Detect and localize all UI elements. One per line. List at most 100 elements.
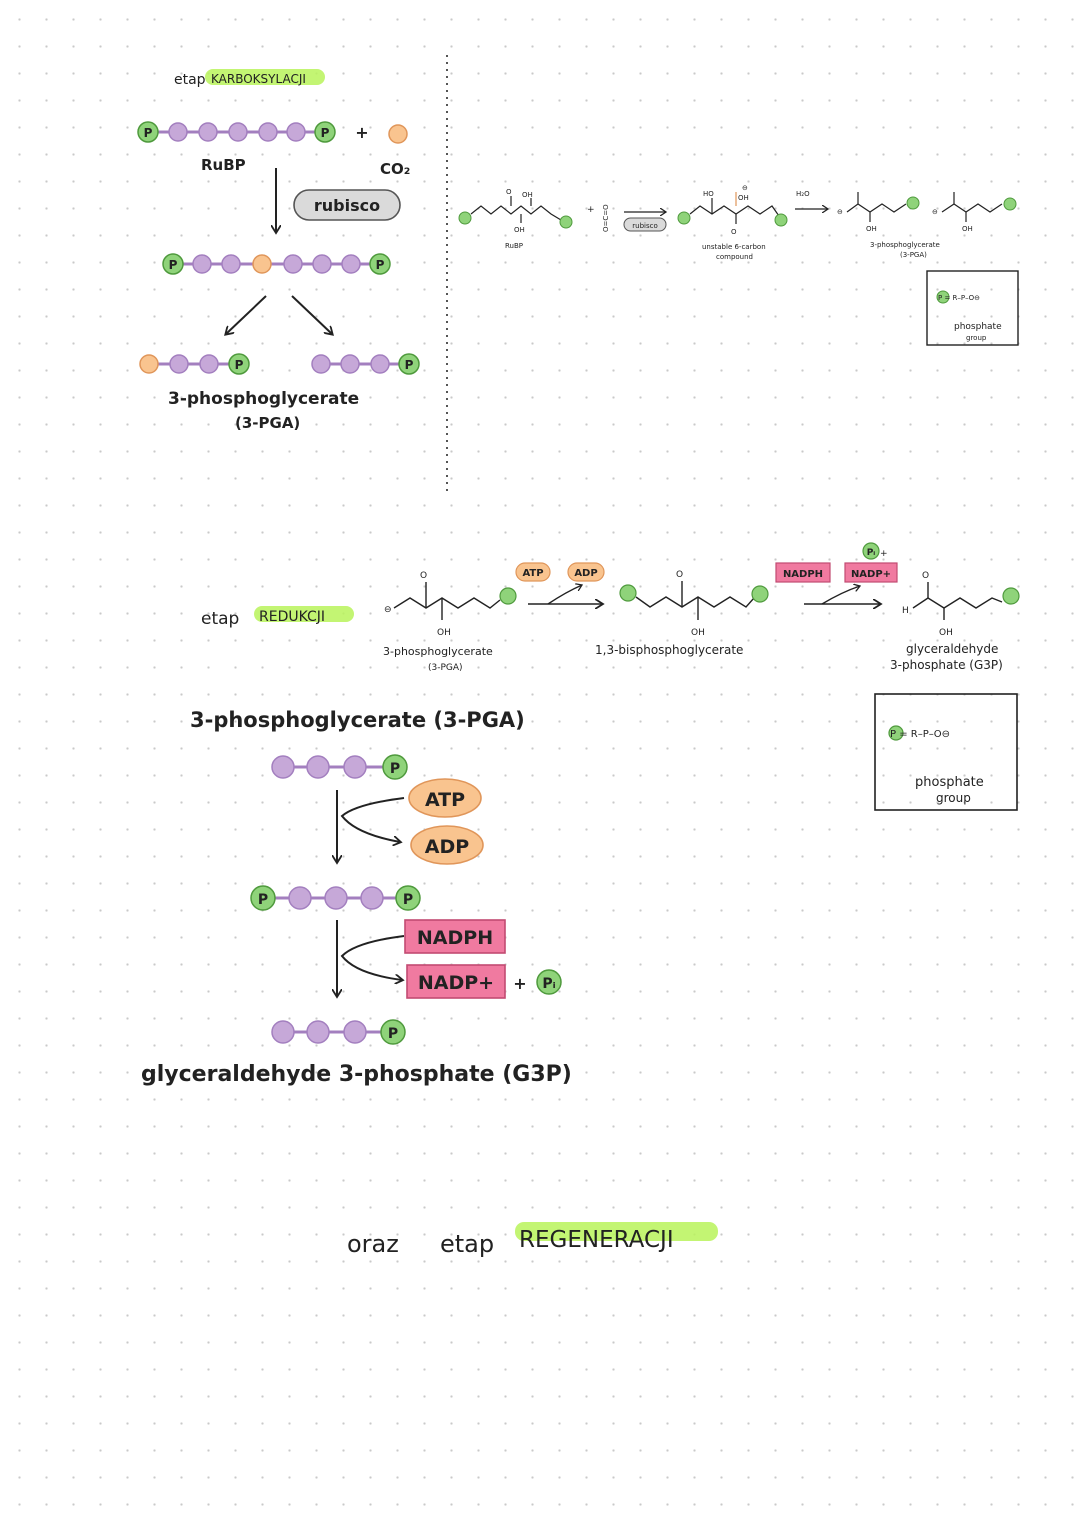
- carbon-circle: [370, 354, 390, 374]
- carbon-circle: [169, 354, 189, 374]
- rubp-molecule: P P: [137, 121, 336, 143]
- rubp-label-small: RuBP: [505, 242, 523, 250]
- phosphate-circle: [382, 754, 408, 780]
- phosphate-circle-small: [906, 196, 920, 210]
- carbon-circle: [341, 254, 361, 274]
- pga-molecule: P: [271, 754, 408, 780]
- co2-formula: O=C=O: [602, 204, 610, 232]
- carboxylation-section: etap KARBOKSYLACJI P P + RuBP CO₂ rubisc…: [137, 69, 420, 432]
- stage-prefix-carboxylation: etap: [174, 72, 206, 88]
- carbon-circle: [360, 886, 384, 910]
- highlight-regeneracji: [515, 1222, 718, 1241]
- curved-arrow: [340, 935, 404, 980]
- bpg-skeleton: [635, 596, 755, 608]
- compound3-label-2: 3-phosphate (G3P): [890, 658, 1003, 672]
- hydroxyl-label: OH: [962, 225, 973, 233]
- carbon-circle: [271, 1020, 295, 1044]
- adp-label: ADP: [425, 836, 469, 858]
- phosphate-circle: [137, 121, 159, 143]
- phosphate-circle: [162, 253, 184, 275]
- phosphate-label: P: [144, 126, 153, 140]
- adp-label: ADP: [574, 568, 597, 579]
- carbon-circle: [168, 122, 188, 142]
- carbon-circle-co2: [139, 354, 159, 374]
- carbon-circle: [288, 886, 312, 910]
- nadp-box: [406, 964, 506, 999]
- carbon-circle: [306, 1020, 330, 1044]
- carbon-circle: [228, 122, 248, 142]
- carbon-circle: [311, 354, 331, 374]
- phosphate-legend-box: [926, 270, 1019, 346]
- cartoon-title: 3-phosphoglycerate (3-PGA): [190, 708, 525, 732]
- regeneration-prefix-2: etap: [440, 1230, 494, 1258]
- highlight-karboksylacji: [205, 69, 325, 85]
- ho-label: HO: [703, 190, 714, 198]
- phosphate-circle: [1002, 587, 1020, 605]
- nadp-label: NADP+: [418, 972, 494, 994]
- carbon-circle: [271, 755, 295, 779]
- intermediate-label-1: unstable 6-carbon: [702, 243, 766, 251]
- phosphate-label: P: [321, 126, 330, 140]
- pi-circle: [862, 542, 880, 560]
- charge-label: ⊖: [932, 208, 938, 216]
- pga-abbr: (3-PGA): [235, 414, 300, 432]
- nadp-label: NADP+: [851, 569, 891, 580]
- charge-label: ⊖: [384, 605, 392, 615]
- rubisco-label: rubisco: [314, 196, 380, 215]
- plus-sign: +: [513, 974, 526, 993]
- nadp-box: [844, 562, 898, 583]
- co2-carbon-circle: [388, 124, 408, 144]
- plus-sign: +: [880, 549, 888, 559]
- phosphate-label: P: [388, 1026, 398, 1042]
- carbon-circle: [258, 122, 278, 142]
- phosphate-circle: [380, 1019, 406, 1045]
- carbon-circle: [312, 254, 332, 274]
- carbon-circle-co2: [252, 254, 272, 274]
- phosphate-label: P: [169, 258, 178, 272]
- carbon-circle: [283, 254, 303, 274]
- pga-skeleton: [393, 597, 501, 609]
- regeneration-prefix-1: oraz: [347, 1230, 399, 1258]
- phosphate-circle-small: [936, 290, 950, 304]
- phosphate-circle: [250, 885, 276, 911]
- intermediate-skeleton: [689, 205, 780, 217]
- carbon-circle: [343, 755, 367, 779]
- phosphate-label: P: [403, 892, 413, 908]
- co2-label: CO₂: [380, 160, 410, 178]
- atp-label: ATP: [522, 568, 543, 579]
- pi-label: Pᵢ: [867, 548, 876, 558]
- adp-pill: [567, 562, 605, 582]
- oxygen-label: O: [731, 228, 737, 236]
- nadph-box: [404, 919, 506, 954]
- phosphate-circle: [369, 253, 391, 275]
- oxygen-label: O: [922, 571, 929, 581]
- carbon-circle: [306, 755, 330, 779]
- curved-arrow: [821, 586, 860, 605]
- reduction-section: etap REDUKCJI ⊖ O OH 3-phosphoglycerate …: [201, 542, 1020, 811]
- six-carbon-intermediate: P P: [162, 253, 391, 275]
- bpg-molecule: P P: [250, 885, 421, 911]
- stage-name-carboxylation: KARBOKSYLACJI: [211, 72, 306, 86]
- hydroxyl-label: OH: [514, 226, 525, 234]
- pga-skeleton: [846, 203, 907, 213]
- water-label: H₂O: [796, 190, 810, 198]
- oxygen-label: O: [506, 188, 512, 196]
- legend-label-2: group: [936, 791, 971, 805]
- phosphate-circle-small: [458, 211, 472, 225]
- carbon-circle: [192, 254, 212, 274]
- legend-formula: P = R–P–O⊖: [938, 294, 980, 302]
- rubisco-pill-small: [623, 217, 667, 232]
- carbon-circle: [199, 354, 219, 374]
- g3p-skeleton: [912, 597, 1003, 609]
- carbon-circle: [343, 1020, 367, 1044]
- carbon-circle: [340, 354, 360, 374]
- plus-sign: +: [355, 123, 368, 142]
- charge-label: ⊖: [837, 208, 843, 216]
- compound2-label: 1,3-bisphosphoglycerate: [595, 643, 743, 657]
- hydroxyl-label: OH: [738, 194, 749, 202]
- pga-label: 3-phosphoglycerate: [168, 389, 359, 409]
- hydroxyl-label: OH: [437, 628, 451, 638]
- phosphate-circle-small: [559, 215, 573, 229]
- phosphate-circle: [619, 584, 637, 602]
- carbon-circle: [286, 122, 306, 142]
